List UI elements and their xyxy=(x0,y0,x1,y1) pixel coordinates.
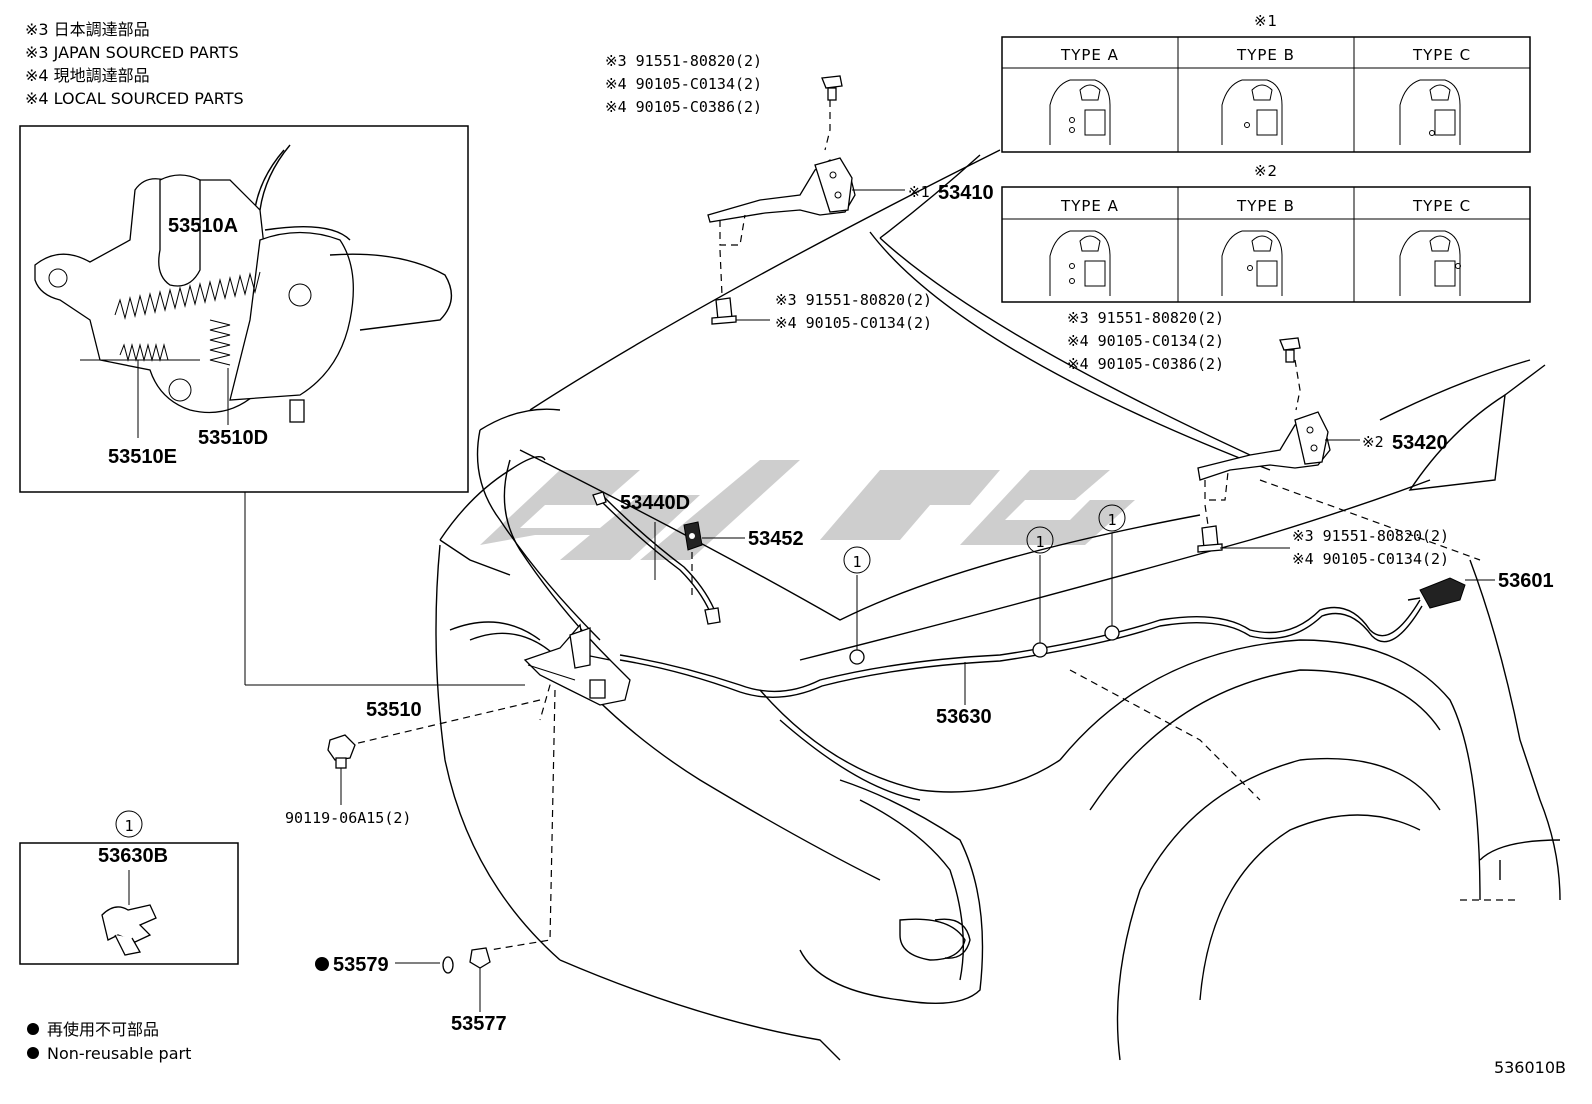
fastener-label: ※3 91551-80820(2) xyxy=(1292,527,1449,545)
fastener-label: 90119-06A15(2) xyxy=(285,809,411,827)
callout-label: 1 xyxy=(1107,511,1116,529)
fastener-label: ※3 91551-80820(2) xyxy=(1067,309,1224,327)
table-1-type-c: TYPE C xyxy=(1412,46,1471,64)
part-53410-mark: ※1 xyxy=(908,183,930,201)
table-1-type-b: TYPE B xyxy=(1236,46,1295,64)
legend-en: Non-reusable part xyxy=(47,1044,191,1063)
legend-dot-icon xyxy=(27,1023,39,1035)
note-japan-en: ※3 JAPAN SOURCED PARTS xyxy=(25,43,239,62)
type-table-1 xyxy=(1001,36,1531,153)
part-53630b-label: 53630B xyxy=(98,845,168,867)
type-sketches xyxy=(1049,79,1461,296)
part-53510d-label: 53510D xyxy=(198,427,268,449)
table-1-mark: ※1 xyxy=(1254,12,1278,30)
fastener-label: ※4 90105-C0134(2) xyxy=(1067,332,1224,350)
fastener-label: ※4 90105-C0134(2) xyxy=(605,75,762,93)
callout-label: 1 xyxy=(1035,533,1044,551)
detail-inset-53510 xyxy=(19,125,469,686)
table-2-type-b: TYPE B xyxy=(1236,197,1295,215)
note-local-en: ※4 LOCAL SOURCED PARTS xyxy=(25,89,244,108)
fastener-label: ※4 90105-C0134(2) xyxy=(775,314,932,332)
part-53579-label: 53579 xyxy=(333,954,389,976)
part-53601-label: 53601 xyxy=(1498,570,1554,592)
part-53420-mark: ※2 xyxy=(1362,433,1384,451)
hood-hinge-53410 xyxy=(707,75,905,325)
table-2-type-a: TYPE A xyxy=(1060,197,1119,215)
part-53510e-label: 53510E xyxy=(108,446,177,468)
fastener-label: ※4 90105-C0134(2) xyxy=(1292,550,1449,568)
callout-label: 1 xyxy=(852,553,861,571)
part-53510-label: 53510 xyxy=(366,699,422,721)
table-2-mark: ※2 xyxy=(1254,162,1278,180)
hood-lock-53510 xyxy=(349,623,631,951)
note-japan-jp: ※3 日本調達部品 xyxy=(25,20,150,39)
clip-53577 xyxy=(469,947,491,1012)
note-local-jp: ※4 現地調達部品 xyxy=(25,66,150,85)
callout-label: 1 xyxy=(124,817,133,835)
legend-jp: 再使用不可部品 xyxy=(47,1020,159,1039)
cable-clip-3 xyxy=(1104,625,1120,641)
car-body xyxy=(435,149,1561,1061)
fastener-label: ※4 90105-C0386(2) xyxy=(605,98,762,116)
fastener-label: ※4 90105-C0386(2) xyxy=(1067,355,1224,373)
release-cable-53630 xyxy=(619,533,1423,705)
non-reusable-dot-icon xyxy=(315,957,329,971)
bolt-90119 xyxy=(327,734,356,805)
watermark-logo xyxy=(480,460,1135,560)
callout-markers: 1 1 1 xyxy=(843,504,1126,574)
part-53410-label: 53410 xyxy=(938,182,994,204)
cable-clip-2 xyxy=(1032,642,1048,658)
drawing-id: 536010B xyxy=(1494,1058,1566,1077)
bracket-53452 xyxy=(683,521,745,600)
cable-clip-1 xyxy=(849,649,865,665)
hood-hinge-53420 xyxy=(1197,337,1360,553)
grommet-53579 xyxy=(395,956,454,974)
part-53440d-label: 53440D xyxy=(620,492,690,514)
legend-block: 再使用不可部品 Non-reusable part xyxy=(27,1020,191,1063)
table-2-type-c: TYPE C xyxy=(1412,197,1471,215)
table-1-type-a: TYPE A xyxy=(1060,46,1119,64)
legend-dot-icon xyxy=(27,1047,39,1059)
type-table-2 xyxy=(1001,186,1531,303)
fastener-label: ※3 91551-80820(2) xyxy=(605,52,762,70)
part-53452-label: 53452 xyxy=(748,528,804,550)
fastener-label: ※3 91551-80820(2) xyxy=(775,291,932,309)
cable-53440d xyxy=(592,491,721,625)
detail-inset-53630b: 1 xyxy=(19,810,239,965)
notes-block: ※3 日本調達部品 ※3 JAPAN SOURCED PARTS ※4 現地調達… xyxy=(25,20,244,108)
part-53420-label: 53420 xyxy=(1392,432,1448,454)
part-53630-label: 53630 xyxy=(936,706,992,728)
part-53577-label: 53577 xyxy=(451,1013,507,1035)
switch-53601 xyxy=(1407,577,1495,609)
part-53510a-label: 53510A xyxy=(168,215,238,237)
